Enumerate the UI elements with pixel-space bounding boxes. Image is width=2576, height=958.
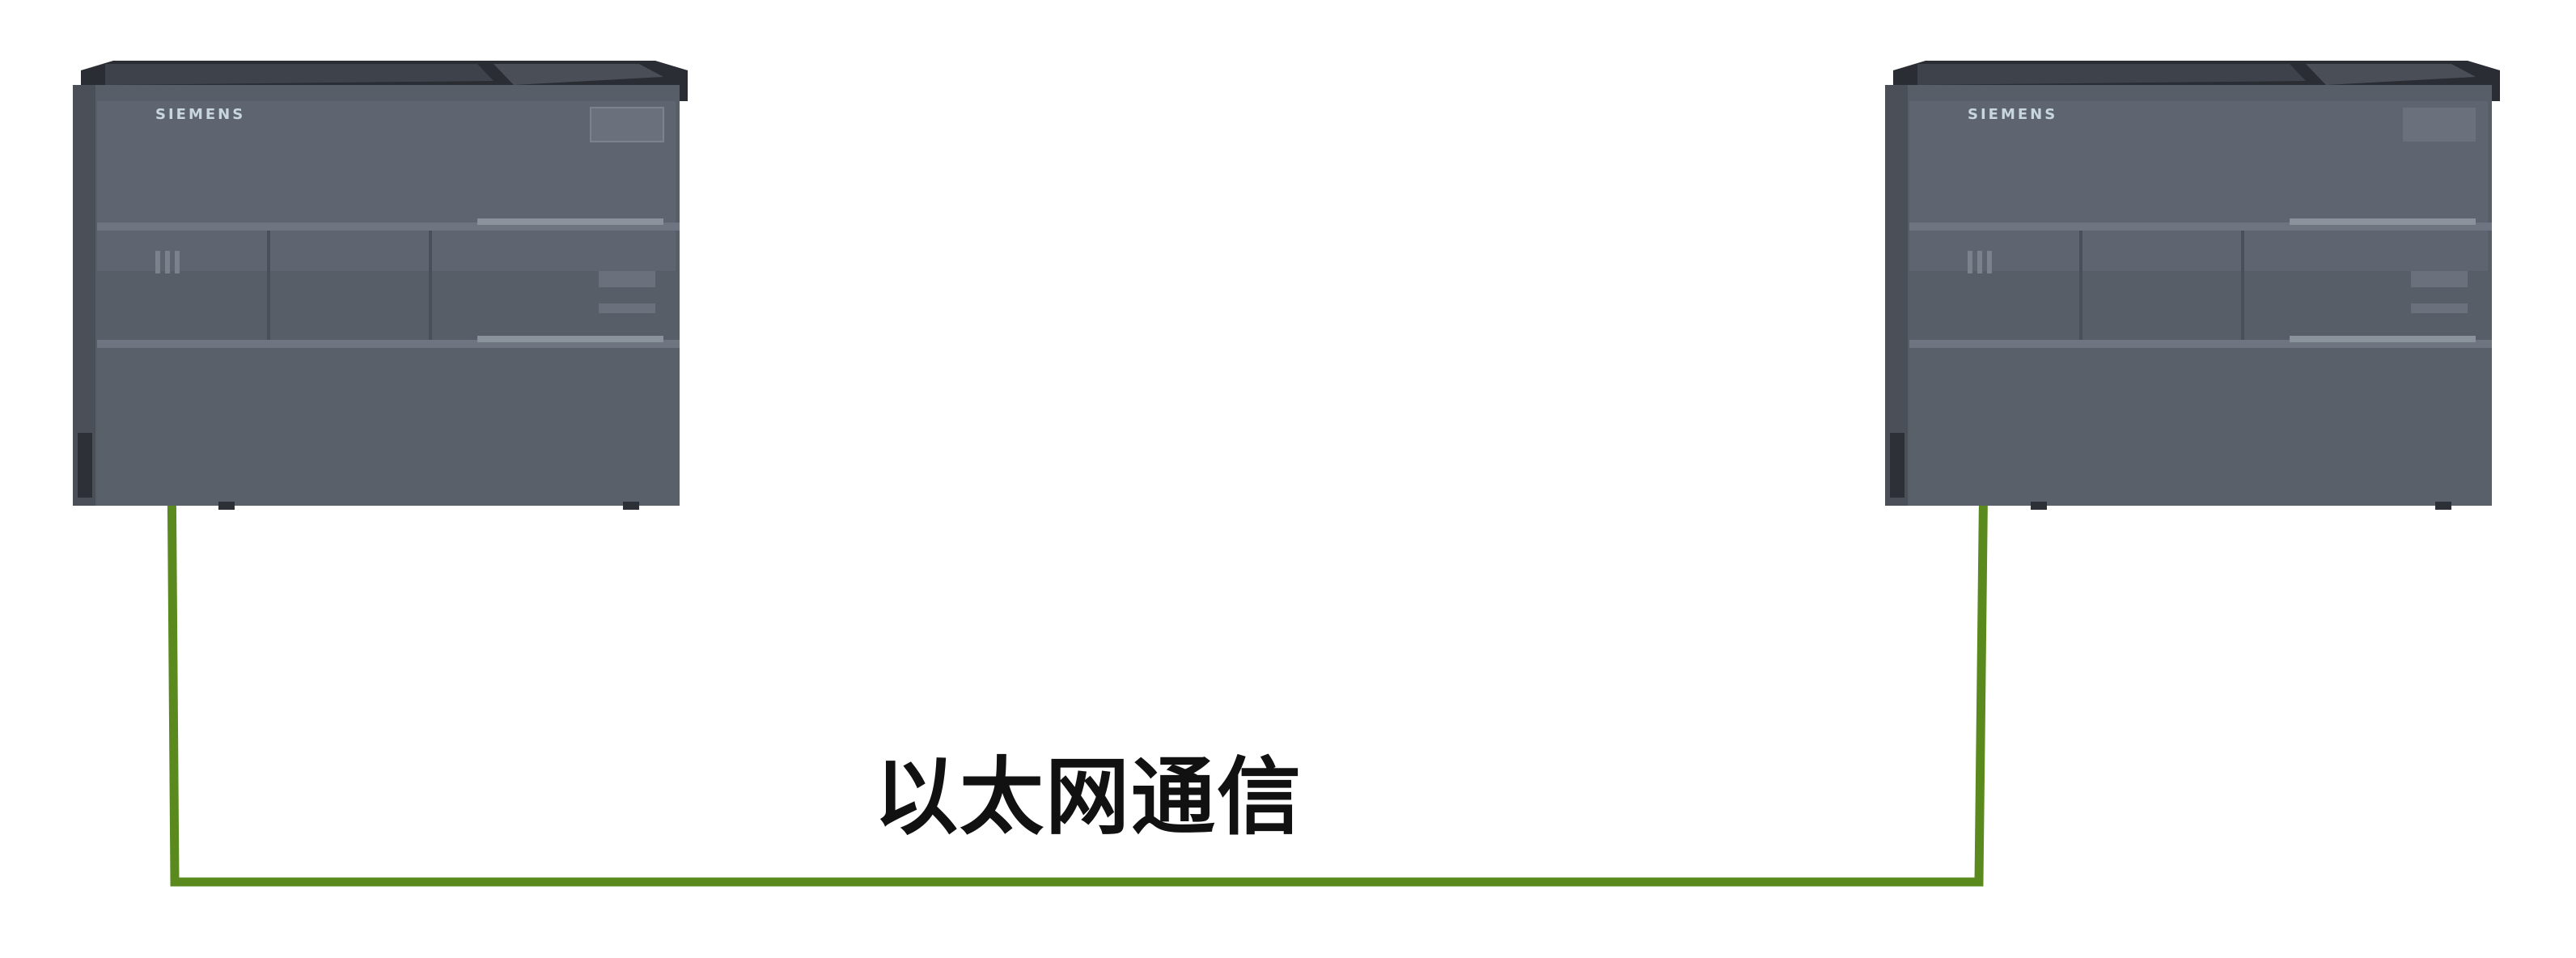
ethernet-communication-label: 以太网通信: [874, 748, 1303, 846]
brand-logo-text: SIEMENS: [155, 106, 245, 123]
plc-device-left: SIEMENS: [73, 61, 688, 510]
brand-logo-text: SIEMENS: [1968, 106, 2057, 123]
ethernet-cable: [167, 460, 1989, 887]
plc-device-right: SIEMENS: [1885, 61, 2500, 510]
